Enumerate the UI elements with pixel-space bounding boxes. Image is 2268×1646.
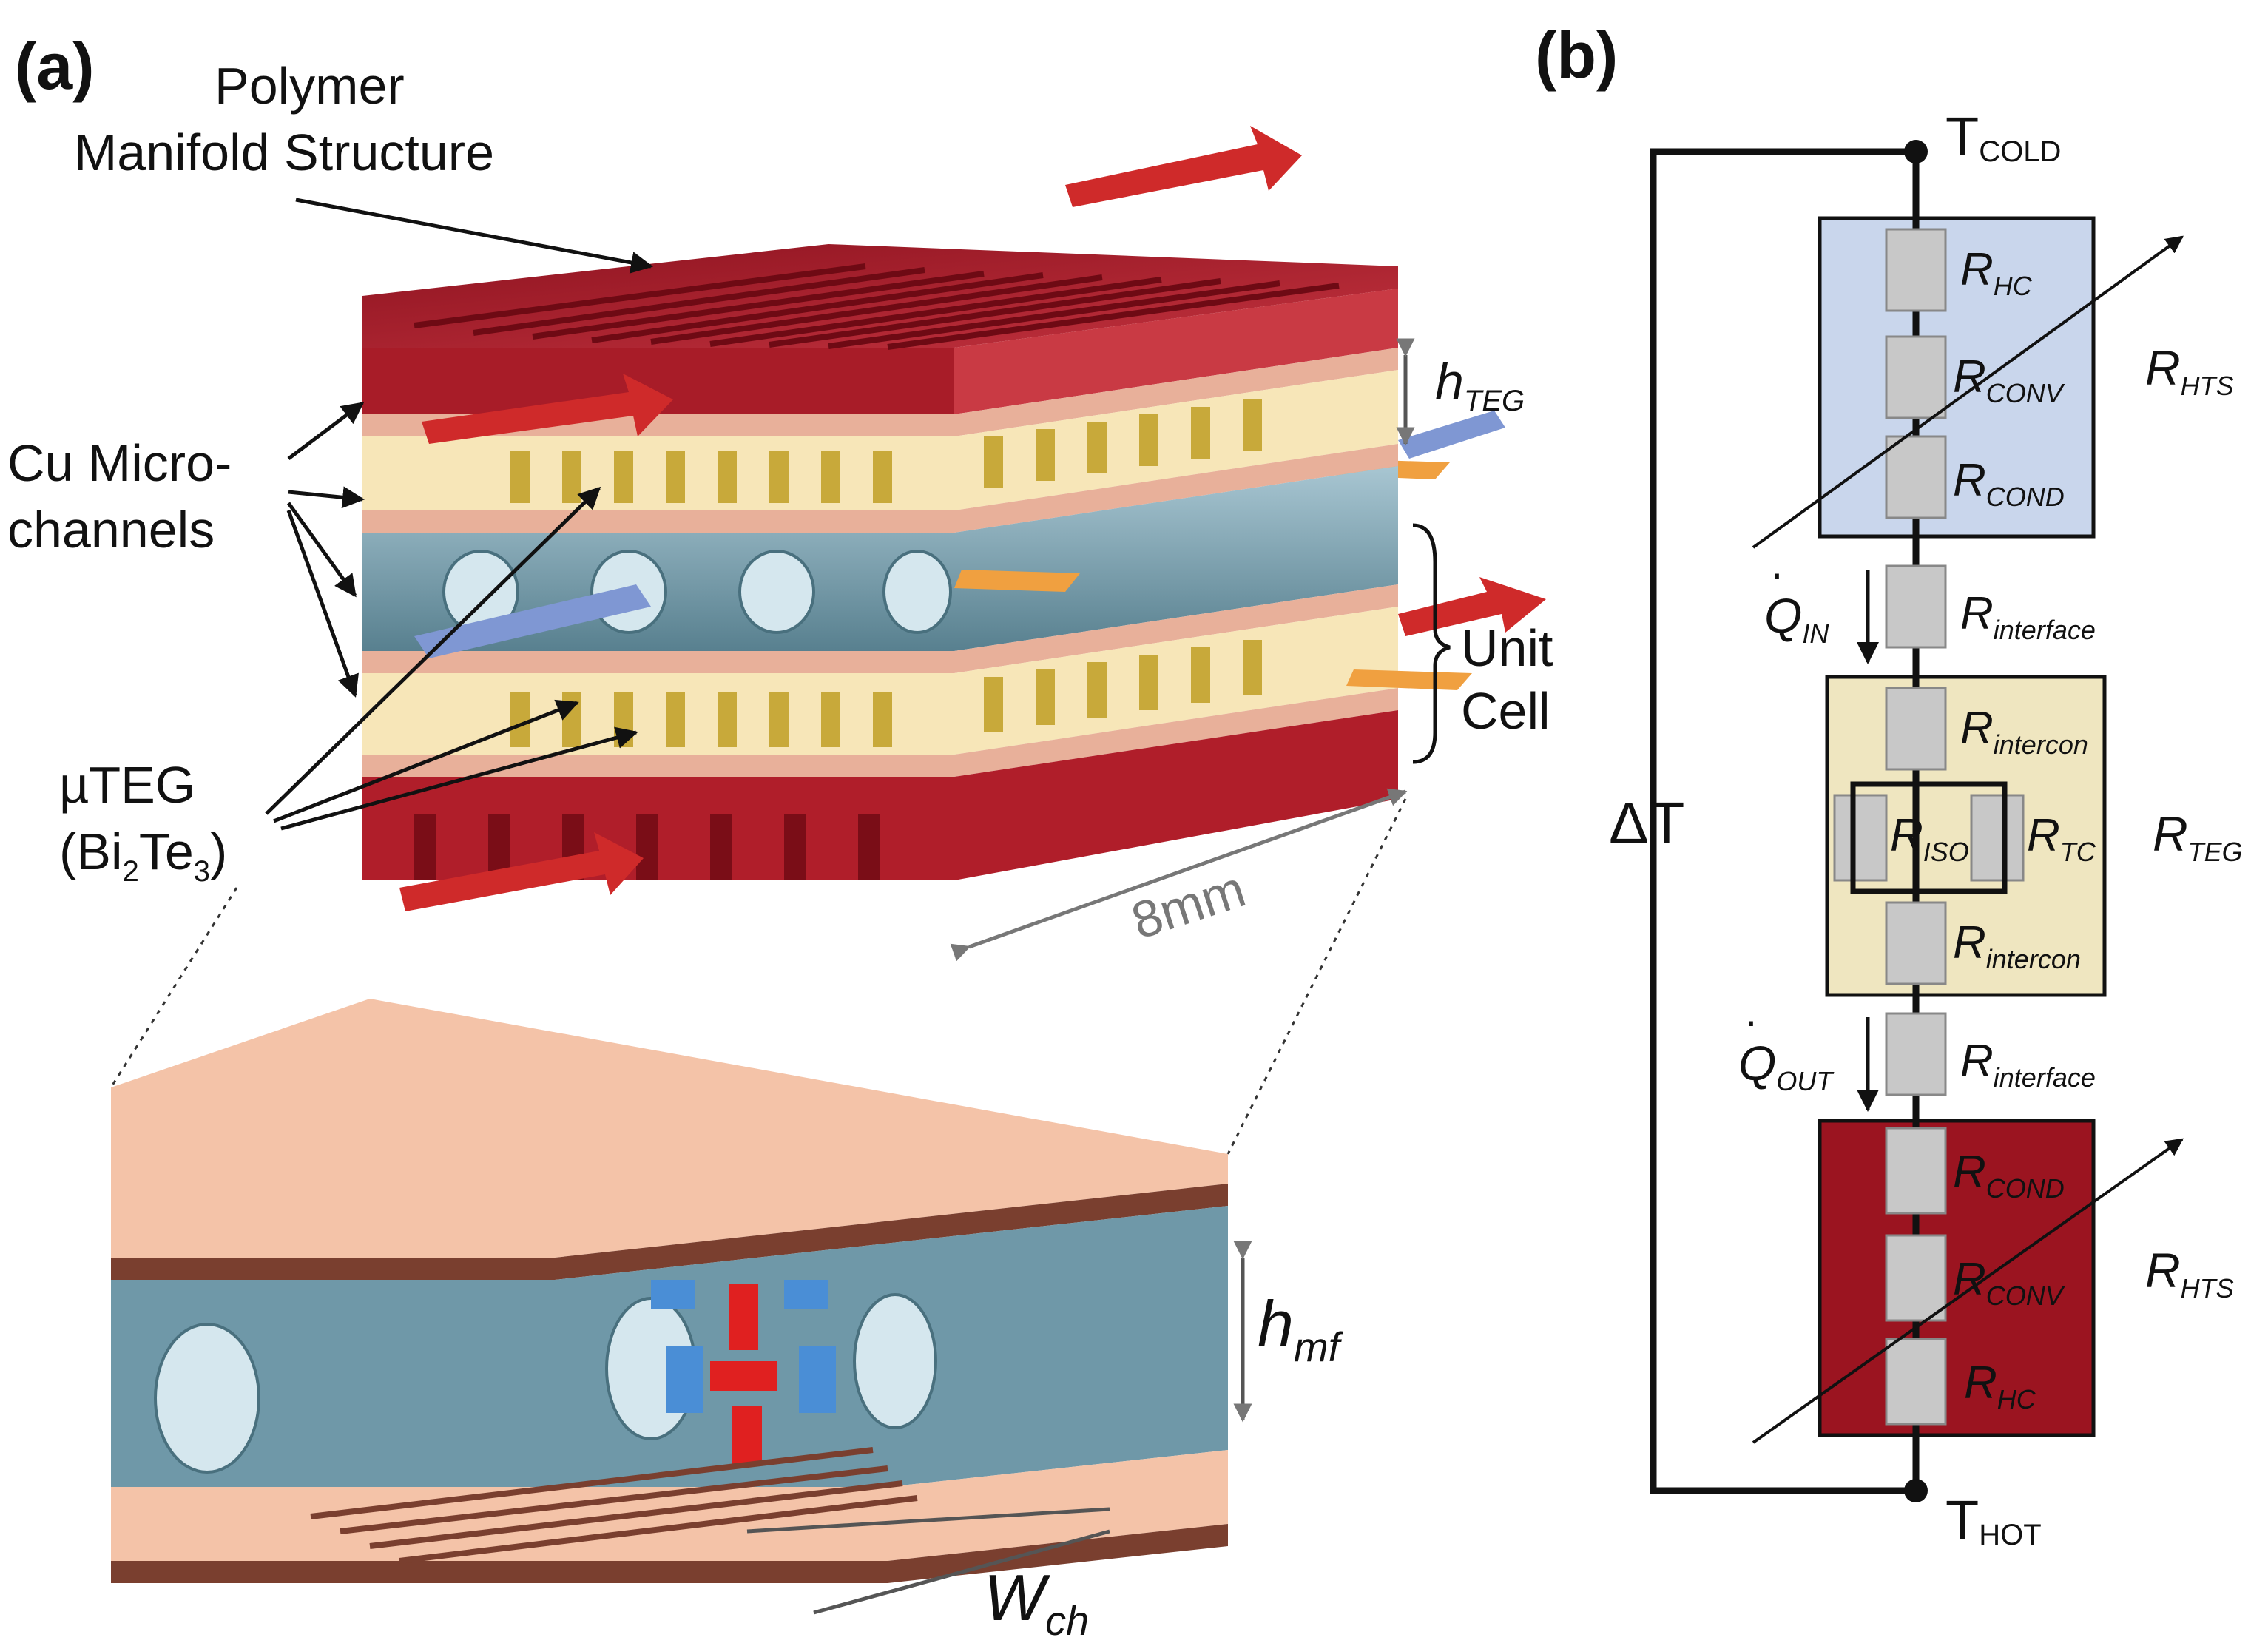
delta-t-label: ΔT xyxy=(1609,790,1684,856)
r-teg-label: RTEG xyxy=(2153,806,2243,867)
hot-flow-arrow-top xyxy=(1065,126,1302,207)
manifold-right-side xyxy=(954,289,1398,414)
resistor-interface-bottom xyxy=(1885,1012,1947,1096)
delta-t-loop xyxy=(1650,148,1916,1494)
copper-plate-2 xyxy=(362,444,1398,533)
unit-cell-label-line2: Cell xyxy=(1461,682,1550,740)
r-hts-bottom-arrow xyxy=(1752,1138,2184,1444)
zoom-line-right xyxy=(1226,798,1407,1155)
length-dimension xyxy=(950,788,1408,962)
unit-cell-brace xyxy=(1412,523,1451,764)
teg-pillars-1 xyxy=(510,399,1262,503)
parallel-bracket xyxy=(1850,781,2008,894)
r-tc-label: RTC xyxy=(2027,810,2096,867)
r-hc-top-label: RHC xyxy=(1960,244,2033,301)
manifold-ridges xyxy=(414,263,1340,350)
uteg-leaders xyxy=(265,486,638,831)
w-ch-dimension-2 xyxy=(813,1529,1110,1615)
r-hts-top-arrow xyxy=(1752,235,2184,549)
t-cold-label: TCOLD xyxy=(1945,106,2061,168)
length-label: 8mm xyxy=(1125,860,1252,950)
hot-node xyxy=(1904,1479,1928,1502)
panel-b-label: (b) xyxy=(1535,18,1618,92)
polymer-leader xyxy=(295,198,653,274)
zoom-line-left xyxy=(109,887,238,1088)
resistor-iso xyxy=(1833,794,1888,882)
cu-label-line1: Cu Micro- xyxy=(7,434,232,492)
cu-label-line2: channels xyxy=(7,501,215,559)
q-in-label: QIN xyxy=(1764,588,1829,649)
r-iso-label: RISO xyxy=(1890,810,1969,867)
panel-a-label: (a) xyxy=(15,30,95,103)
q-in-dot: · xyxy=(1769,548,1784,598)
r-hts-bottom-label: RHTS xyxy=(2145,1243,2234,1303)
resistor-cond-top xyxy=(1885,435,1947,519)
q-out-label: QOUT xyxy=(1738,1036,1835,1096)
r-intercon-bottom-label: Rintercon xyxy=(1953,917,2081,974)
device-stack xyxy=(362,244,1472,880)
resistor-conv-bottom xyxy=(1885,1234,1947,1322)
t-hot-label: THOT xyxy=(1945,1489,2042,1551)
hot-flow-arrow-bottom xyxy=(399,832,644,911)
r-cond-bottom-label: RCOND xyxy=(1953,1147,2065,1204)
zoom-cross-section xyxy=(111,999,1228,1583)
resistors-cold xyxy=(1885,228,1947,519)
w-ch-label: Wch xyxy=(984,1561,1089,1644)
zoom-microchannels xyxy=(310,1447,918,1564)
hot-sink-box xyxy=(1818,1119,2096,1437)
copper-plate-3 xyxy=(362,584,1398,673)
cold-sink-box xyxy=(1818,216,2096,539)
r-hts-top-label: RHTS xyxy=(2145,340,2234,401)
q-out-dot: · xyxy=(1744,996,1758,1045)
uteg-label: µTEG xyxy=(59,756,195,814)
resistor-cond-bottom xyxy=(1885,1127,1947,1215)
resistor-intercon-bottom xyxy=(1885,901,1947,985)
panel-a: (a) xyxy=(7,30,1553,1644)
cold-flow-arrow-left xyxy=(414,584,651,658)
resistor-hc-top xyxy=(1885,228,1947,312)
h-mf-label: hmf xyxy=(1258,1287,1344,1370)
copper-plate-4 xyxy=(362,688,1398,777)
panel-b: (b) TCOLD THOT ΔT RHC RCONV RCOND RHTS Q… xyxy=(1535,18,2243,1551)
r-intercon-top-label: Rintercon xyxy=(1960,703,2088,760)
zoom-top-plate xyxy=(111,999,1228,1258)
zoom-flow-arrows xyxy=(651,1280,836,1465)
hot-flow-arrow-mid-left xyxy=(422,374,673,444)
resistor-interface-top xyxy=(1885,564,1947,649)
r-interface-top-label: Rinterface xyxy=(1960,588,2096,645)
r-interface-bottom-label: Rinterface xyxy=(1960,1036,2096,1093)
polymer-label-line2: Manifold Structure xyxy=(74,124,494,181)
zoom-top-plate-edge xyxy=(111,1184,1228,1280)
resistor-tc xyxy=(1970,794,2025,882)
r-cond-top-label: RCOND xyxy=(1953,455,2065,512)
zoom-bottom-edge xyxy=(111,1524,1228,1583)
zoom-bottom-plate xyxy=(111,1450,1228,1561)
resistor-hc-bottom xyxy=(1885,1338,1947,1426)
r-conv-top-label: RCONV xyxy=(1953,351,2065,408)
channel-lead xyxy=(954,570,1080,592)
teg-lead-3 xyxy=(1346,669,1472,690)
cold-node xyxy=(1904,140,1928,163)
resistor-conv-top xyxy=(1885,335,1947,419)
unit-cell-label-line1: Unit xyxy=(1461,619,1553,677)
uteg-formula: (Bi2Te3) xyxy=(59,823,227,888)
polymer-label-line1: Polymer xyxy=(215,57,405,115)
resistors-hot xyxy=(1885,1127,1947,1426)
manifold-top-side xyxy=(362,348,954,414)
resistor-intercon-top xyxy=(1885,687,1947,771)
h-teg-label: hTEG xyxy=(1435,353,1525,417)
r-hc-bottom-label: RHC xyxy=(1964,1357,2036,1414)
w-ch-dimension-1 xyxy=(746,1507,1110,1534)
resistors-teg xyxy=(1833,687,2025,985)
cu-leaders xyxy=(286,402,365,698)
cold-flow-arrow-right xyxy=(1398,411,1505,459)
